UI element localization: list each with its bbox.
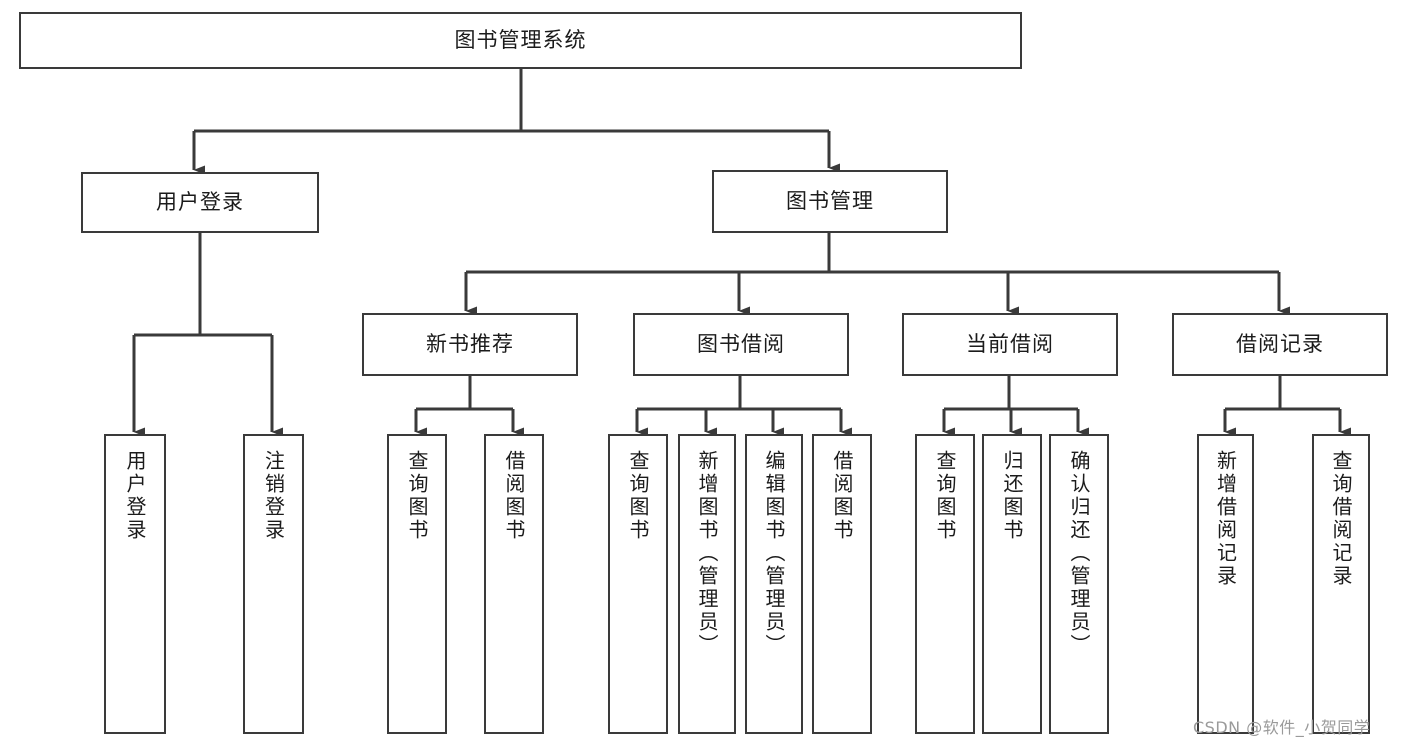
node-leaf-edit-book[interactable]: 编辑图书（管理员）: [745, 434, 803, 734]
node-label-leaf-add-borrow-record: 新增借阅记录: [1213, 450, 1238, 588]
node-label-new-book-recommend: 新书推荐: [426, 332, 514, 357]
node-label-leaf-confirm-return: 确认归还（管理员）: [1067, 450, 1091, 657]
node-label-leaf-add-book: 新增图书（管理员）: [695, 450, 719, 657]
node-label-leaf-query-book-rec: 查询图书: [405, 450, 429, 542]
node-label-book-manage: 图书管理: [786, 189, 874, 214]
node-leaf-query-book-bor[interactable]: 查询图书: [608, 434, 668, 734]
node-leaf-query-borrow-record[interactable]: 查询借阅记录: [1312, 434, 1370, 734]
node-label-leaf-user-logout: 注销登录: [261, 450, 286, 542]
node-leaf-add-book[interactable]: 新增图书（管理员）: [678, 434, 736, 734]
node-leaf-confirm-return[interactable]: 确认归还（管理员）: [1049, 434, 1109, 734]
csdn-watermark: CSDN @软件_小贺同学: [1193, 718, 1371, 737]
node-leaf-return-book[interactable]: 归还图书: [982, 434, 1042, 734]
node-label-book-borrow: 图书借阅: [697, 332, 785, 357]
node-label-user-login: 用户登录: [156, 190, 244, 215]
node-label-leaf-borrow-book-bor: 借阅图书: [830, 450, 854, 542]
node-leaf-user-login[interactable]: 用户登录: [104, 434, 166, 734]
node-label-root: 图书管理系统: [454, 28, 587, 53]
node-leaf-borrow-book-bor[interactable]: 借阅图书: [812, 434, 872, 734]
node-borrow-record[interactable]: 借阅记录: [1172, 313, 1388, 376]
node-label-leaf-borrow-book-rec: 借阅图书: [502, 450, 526, 542]
node-label-leaf-query-book-bor: 查询图书: [626, 450, 650, 542]
node-current-borrow[interactable]: 当前借阅: [902, 313, 1118, 376]
node-leaf-borrow-book-rec[interactable]: 借阅图书: [484, 434, 544, 734]
node-label-leaf-edit-book: 编辑图书（管理员）: [762, 450, 786, 657]
node-user-login[interactable]: 用户登录: [81, 172, 319, 233]
node-book-borrow[interactable]: 图书借阅: [633, 313, 849, 376]
node-leaf-query-book-cur[interactable]: 查询图书: [915, 434, 975, 734]
node-leaf-add-borrow-record[interactable]: 新增借阅记录: [1197, 434, 1254, 734]
node-label-leaf-query-book-cur: 查询图书: [933, 450, 957, 542]
node-label-leaf-query-borrow-record: 查询借阅记录: [1329, 450, 1353, 588]
node-label-leaf-user-login: 用户登录: [123, 450, 147, 542]
node-label-leaf-return-book: 归还图书: [1000, 450, 1024, 542]
node-label-current-borrow: 当前借阅: [966, 332, 1054, 357]
node-leaf-user-logout[interactable]: 注销登录: [243, 434, 304, 734]
node-label-borrow-record: 借阅记录: [1236, 332, 1324, 357]
node-leaf-query-book-rec[interactable]: 查询图书: [387, 434, 447, 734]
node-root[interactable]: 图书管理系统: [19, 12, 1022, 69]
node-book-manage[interactable]: 图书管理: [712, 170, 948, 233]
node-new-book-recommend[interactable]: 新书推荐: [362, 313, 578, 376]
